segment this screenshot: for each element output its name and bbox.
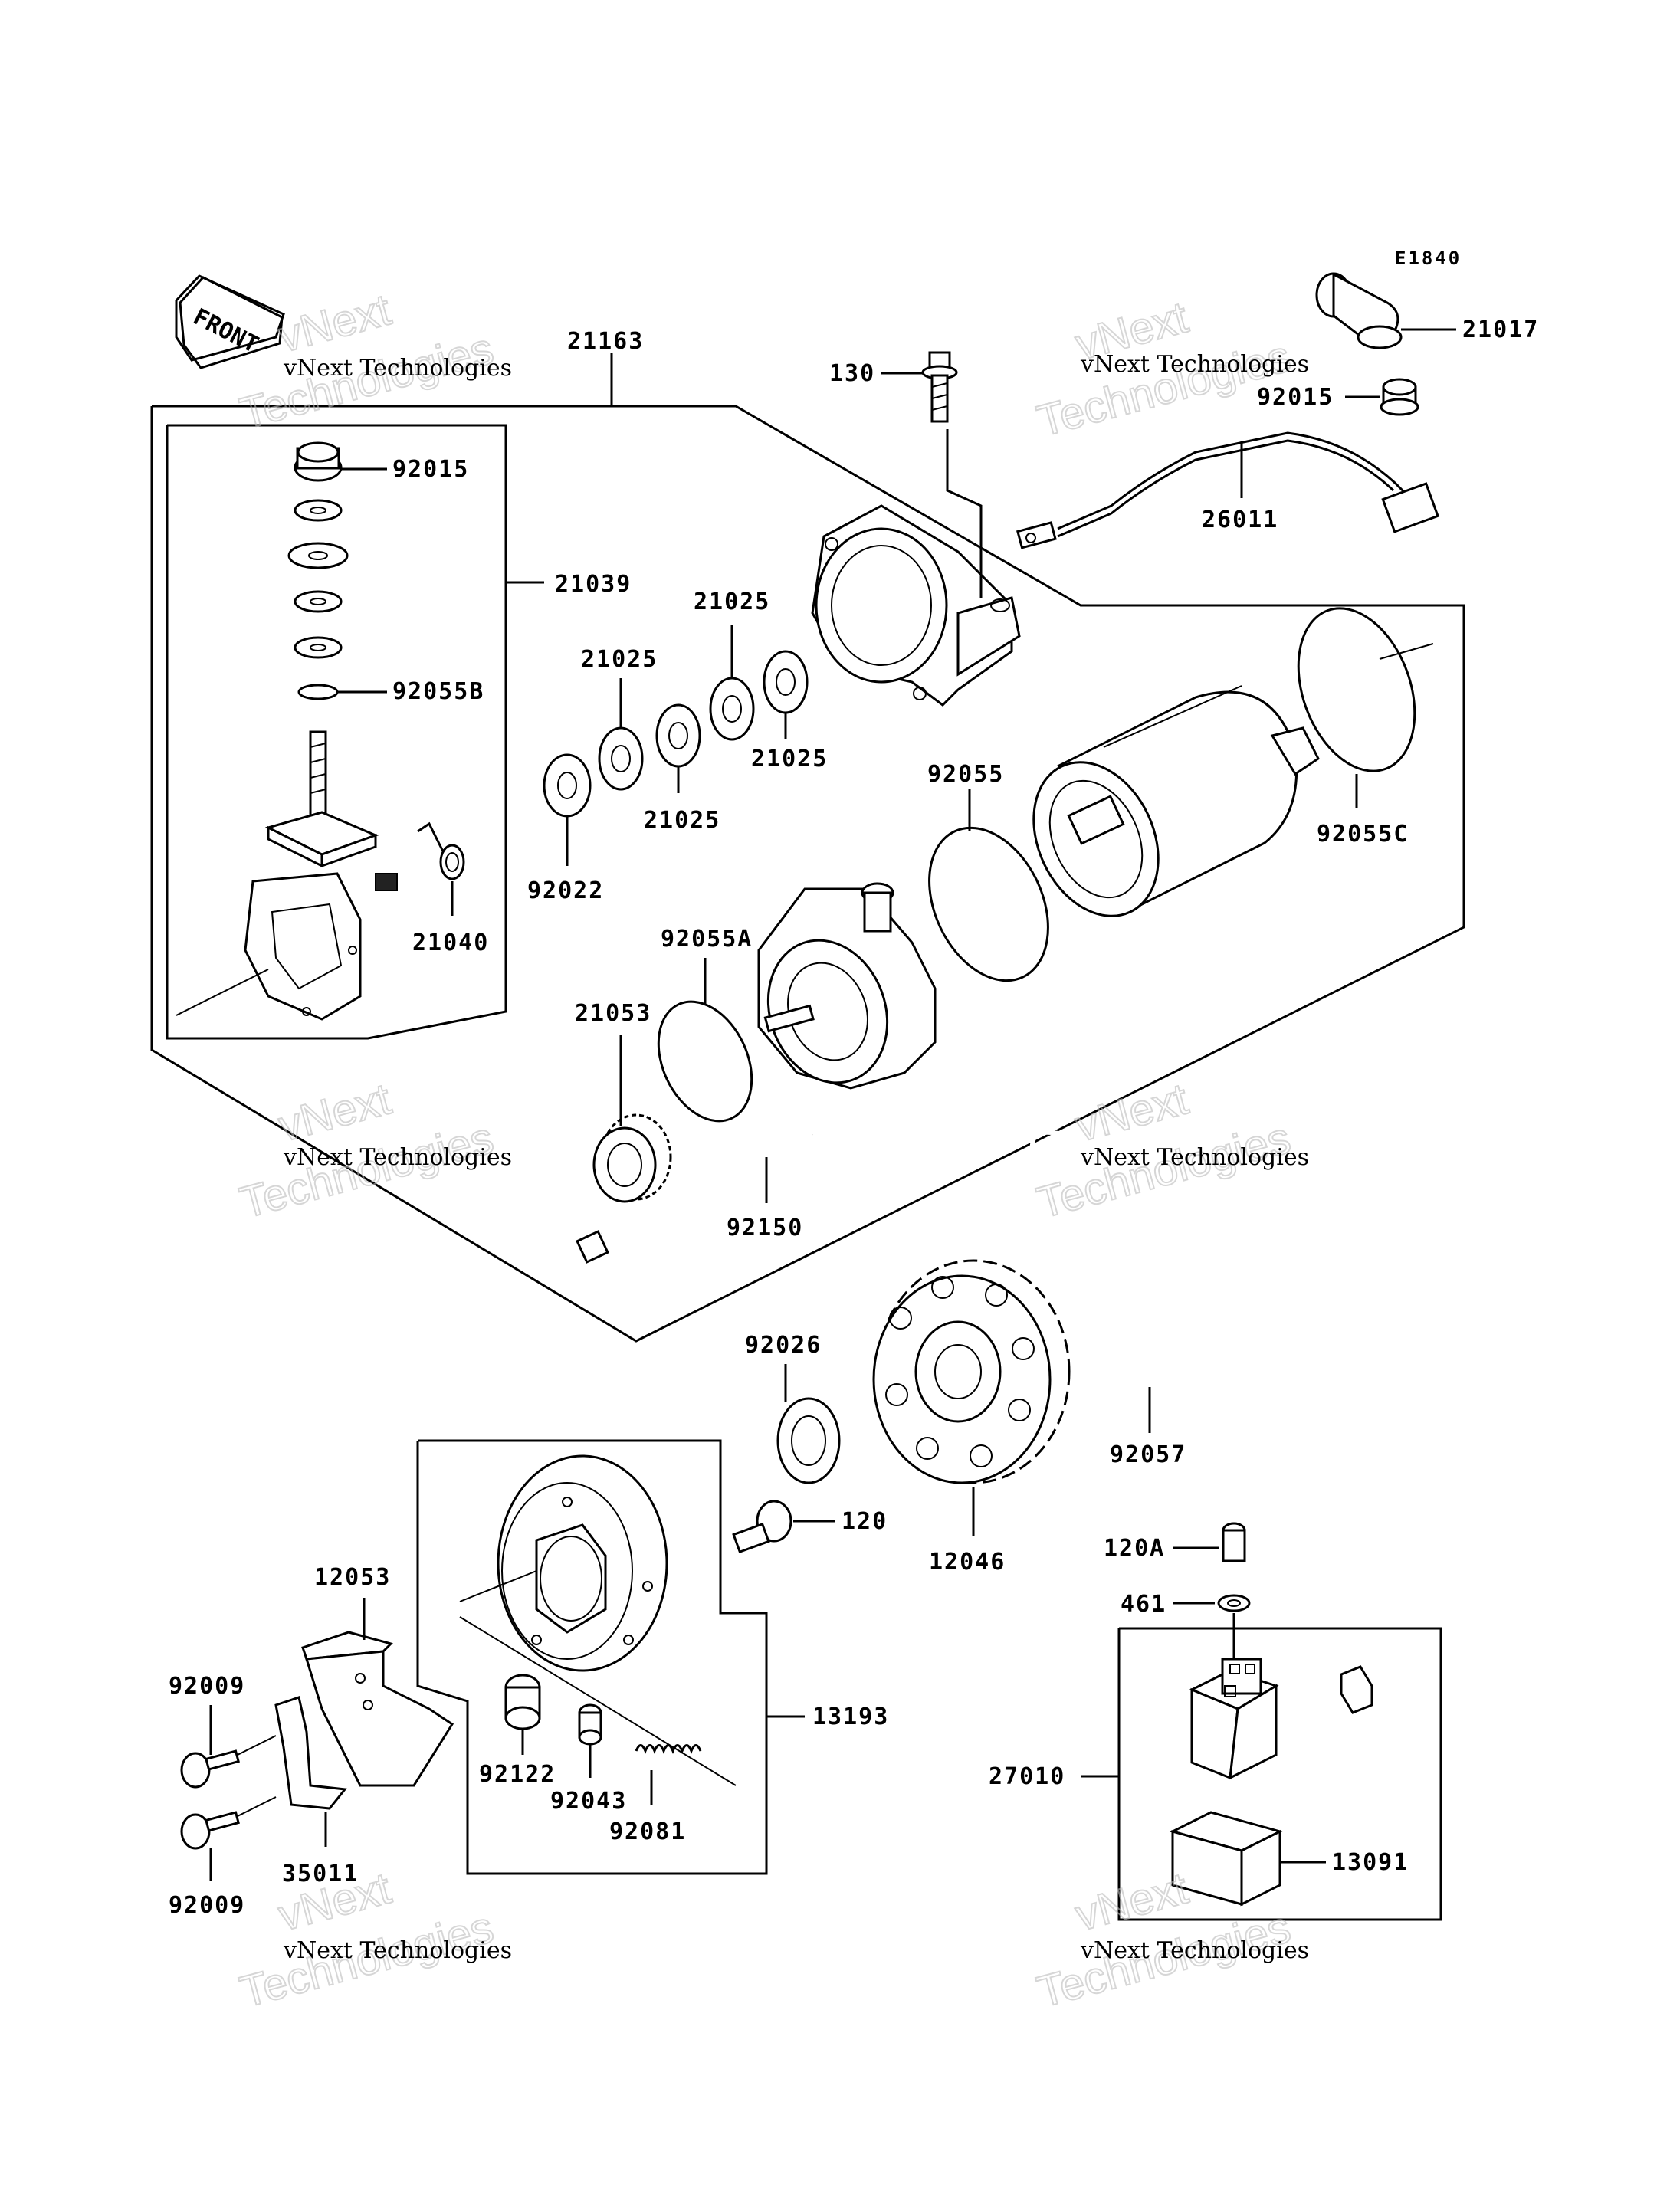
svg-text:vNext: vNext bbox=[274, 284, 396, 362]
label-13091: 13091 bbox=[1332, 1849, 1409, 1876]
gear-21053-part bbox=[592, 1035, 672, 1203]
brush-plate-part bbox=[176, 730, 398, 1021]
bolt-130-part bbox=[881, 351, 983, 598]
watermark-bottom-left: vNext Technologies vNext Technologies bbox=[235, 1862, 512, 2018]
label-27010: 27010 bbox=[989, 1763, 1065, 1790]
label-92015: 92015 bbox=[392, 456, 469, 483]
relay-holder-13091-part bbox=[1169, 1811, 1326, 1907]
label-21025-d: 21025 bbox=[644, 807, 720, 834]
label-26011: 26011 bbox=[1202, 507, 1278, 533]
starter-relay-part bbox=[1189, 1658, 1279, 1780]
starter-clutch-box bbox=[416, 1439, 805, 1875]
label-92043: 92043 bbox=[550, 1788, 627, 1815]
label-21025-a: 21025 bbox=[694, 589, 770, 615]
label-92055a: 92055A bbox=[661, 926, 753, 953]
label-21040: 21040 bbox=[412, 930, 489, 956]
rear-end-cover-part bbox=[811, 504, 1021, 707]
sprocket-12046-part bbox=[872, 1259, 1071, 1536]
label-92055: 92055 bbox=[927, 761, 1004, 788]
long-bolt-92150-part bbox=[576, 1133, 813, 1264]
label-92009-a: 92009 bbox=[169, 1673, 245, 1700]
watermark-mid-left: vNext Technologies vNext Technologies bbox=[235, 1073, 512, 1228]
label-92150: 92150 bbox=[727, 1215, 803, 1241]
label-21163: 21163 bbox=[567, 328, 644, 355]
svg-text:vNext: vNext bbox=[1071, 1863, 1193, 1940]
label-13193: 13193 bbox=[812, 1703, 889, 1730]
svg-text:vNext Technologies: vNext Technologies bbox=[283, 355, 512, 382]
spring-92081-part bbox=[635, 1744, 702, 1805]
front-cover-part bbox=[757, 882, 937, 1090]
bracket-12053-part bbox=[301, 1598, 454, 1787]
plate-35011-part bbox=[274, 1696, 347, 1847]
label-92055c: 92055C bbox=[1317, 821, 1409, 848]
washer-92026-part bbox=[776, 1364, 841, 1484]
svg-text:vNext Technologies: vNext Technologies bbox=[1080, 1144, 1309, 1171]
label-92081: 92081 bbox=[609, 1818, 686, 1845]
label-21025-c: 21025 bbox=[751, 746, 828, 772]
nut-92015-top-part bbox=[1345, 378, 1419, 416]
terminal-cap-21017-part bbox=[1315, 272, 1456, 349]
label-21025-b: 21025 bbox=[581, 646, 658, 673]
front-arrow-icon: FRONT bbox=[175, 274, 285, 369]
label-461: 461 bbox=[1121, 1591, 1166, 1618]
o-ring-92055a-part bbox=[657, 958, 753, 1123]
label-92122: 92122 bbox=[479, 1761, 556, 1788]
label-35011: 35011 bbox=[282, 1861, 359, 1887]
starter-assembly-outline bbox=[150, 353, 1465, 1343]
bolt-120a-part bbox=[1173, 1522, 1246, 1562]
label-21053: 21053 bbox=[575, 1000, 651, 1027]
diagram-code: E1840 bbox=[1395, 248, 1462, 269]
svg-text:vNext Technologies: vNext Technologies bbox=[283, 1144, 512, 1171]
svg-text:vNext Technologies: vNext Technologies bbox=[283, 1937, 512, 1964]
shim-21025-parts bbox=[598, 625, 809, 793]
watermark-mid-right: vNext Technologies vNext Technologies bbox=[1032, 1073, 1309, 1228]
svg-text:vNext: vNext bbox=[1071, 1074, 1193, 1151]
motor-yoke-part bbox=[1032, 685, 1320, 917]
relay-box bbox=[1081, 1627, 1442, 1921]
bolt-120-part bbox=[732, 1500, 835, 1554]
brush-spring-21040-part bbox=[417, 821, 465, 916]
label-92015-top: 92015 bbox=[1257, 384, 1334, 411]
washer-stack-part bbox=[287, 499, 349, 659]
label-12046: 12046 bbox=[929, 1549, 1006, 1576]
screw-92009-parts bbox=[180, 1705, 277, 1881]
fuse-part bbox=[1340, 1665, 1373, 1714]
label-21039: 21039 bbox=[555, 571, 632, 598]
svg-text:vNext: vNext bbox=[274, 1074, 396, 1151]
label-92009-b: 92009 bbox=[169, 1892, 245, 1919]
label-92022: 92022 bbox=[527, 877, 604, 904]
svg-text:vNext Technologies: vNext Technologies bbox=[1080, 1937, 1309, 1964]
o-ring-92055-part bbox=[928, 789, 1049, 982]
svg-text:vNext Technologies: vNext Technologies bbox=[1080, 351, 1309, 378]
cable-26011-part bbox=[1016, 431, 1439, 549]
watermark-top-right: vNext Technologies vNext Technologies bbox=[1032, 291, 1309, 447]
label-21017: 21017 bbox=[1462, 316, 1539, 343]
label-120: 120 bbox=[842, 1508, 888, 1535]
label-92026: 92026 bbox=[745, 1332, 822, 1359]
o-ring-92055c-part bbox=[1297, 607, 1434, 808]
label-120a: 120A bbox=[1104, 1535, 1165, 1562]
nut-92015-part bbox=[294, 441, 387, 482]
label-92055b: 92055B bbox=[392, 678, 484, 705]
brush-holder-box bbox=[166, 424, 544, 1040]
roller-92122-part bbox=[504, 1674, 541, 1755]
label-12053: 12053 bbox=[314, 1564, 391, 1591]
washer-92022-part bbox=[543, 753, 592, 866]
pin-92043-part bbox=[578, 1703, 602, 1778]
svg-text:Technologies: Technologies bbox=[1032, 331, 1296, 446]
chain-92057-part bbox=[1025, 1130, 1460, 1433]
starter-clutch-part bbox=[459, 1454, 737, 1786]
watermark-top-left: vNext Technologies vNext Technologies bbox=[235, 284, 512, 439]
label-92057: 92057 bbox=[1110, 1441, 1186, 1468]
o-ring-92055b-part bbox=[297, 684, 387, 700]
label-130: 130 bbox=[829, 360, 875, 387]
